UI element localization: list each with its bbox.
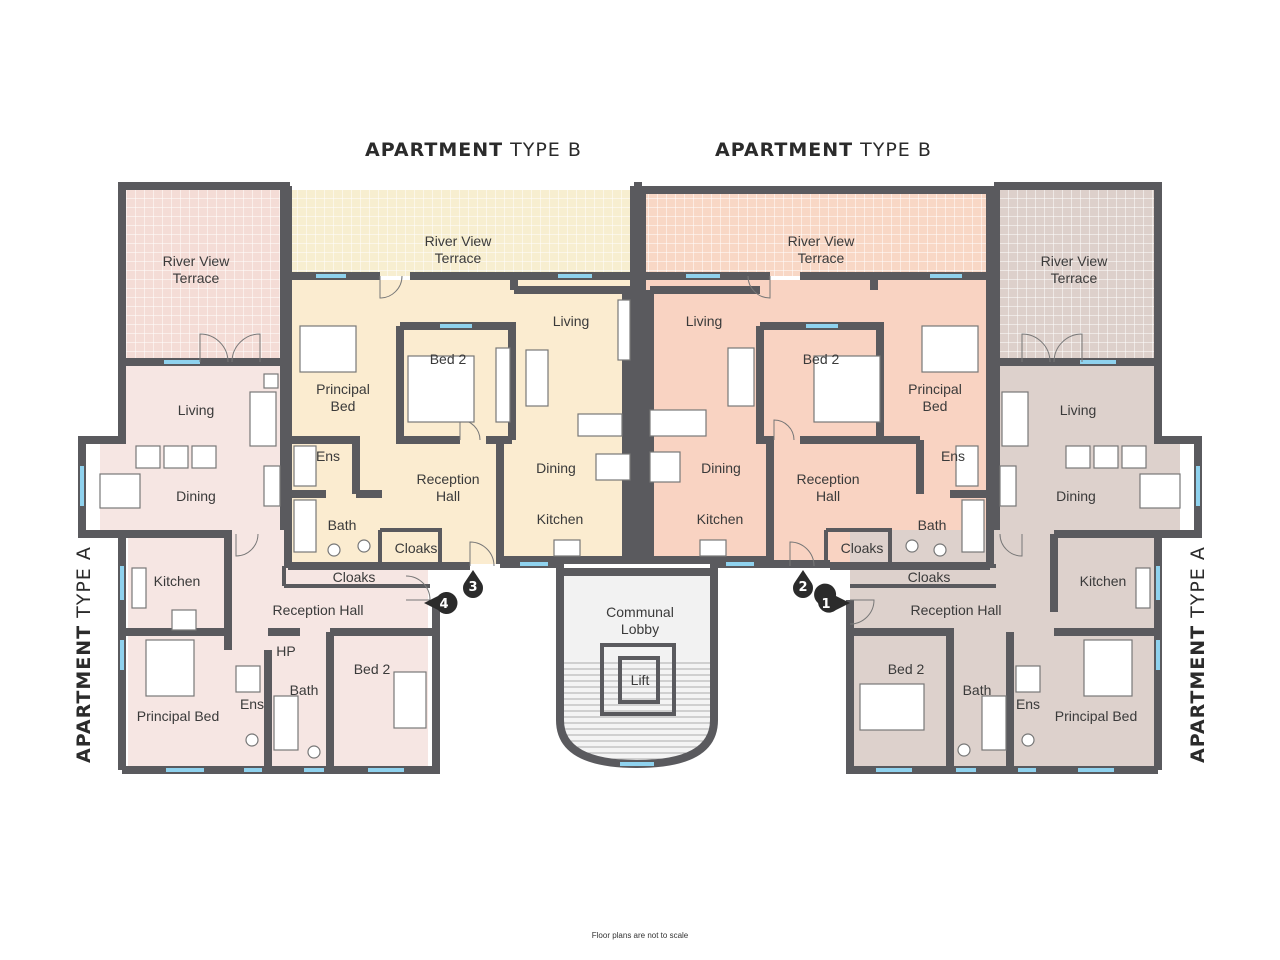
furniture xyxy=(99,299,1181,759)
marker-number: 4 xyxy=(439,597,448,612)
label-bed2-b-left: Bed 2 xyxy=(430,351,467,367)
terrace-a-left xyxy=(122,190,284,360)
label-terrace-b-right-2: Terrace xyxy=(798,250,845,266)
label-reception-b-right: Reception xyxy=(796,471,859,487)
label-bath-a-right: Bath xyxy=(963,682,992,698)
label-bed2-b-right: Bed 2 xyxy=(803,351,840,367)
marker-number: 3 xyxy=(468,580,477,595)
label-cloaks-a-right: Cloaks xyxy=(908,569,951,585)
communal-core-fill xyxy=(560,570,714,760)
label-bath-b-right: Bath xyxy=(918,517,947,533)
label-cloaks-b-right: Cloaks xyxy=(841,540,884,556)
door-swings xyxy=(199,275,1083,625)
entrance-marker-1: 1 xyxy=(814,583,850,613)
label-terrace-a-left-2: Terrace xyxy=(173,270,220,286)
label-ens-b-left: Ens xyxy=(316,448,340,464)
marker-number: 2 xyxy=(798,580,807,595)
title-apartment-type-a-right: APARTMENT TYPE A xyxy=(1187,546,1209,763)
label-principal-a-left: Principal Bed xyxy=(137,708,220,724)
label-cloaks-b-left: Cloaks xyxy=(395,540,438,556)
label-kitchen-b-left: Kitchen xyxy=(537,511,584,527)
entrance-marker-3: 3 xyxy=(463,570,483,598)
label-ens-a-right: Ens xyxy=(1016,696,1040,712)
title-bold: APARTMENT xyxy=(715,139,853,161)
label-kitchen-a-right: Kitchen xyxy=(1080,573,1127,589)
label-dining-b-left: Dining xyxy=(536,460,576,476)
marker-shape xyxy=(424,592,458,614)
label-bed2-a-right: Bed 2 xyxy=(888,661,925,677)
marker-number: 1 xyxy=(821,597,830,612)
label-ens-b-right: Ens xyxy=(941,448,965,464)
terrace-a-right xyxy=(996,190,1158,360)
marker-shape xyxy=(463,570,483,598)
label-terrace-a-right: River View xyxy=(1041,253,1109,269)
label-reception-b-right-2: Hall xyxy=(816,488,840,504)
label-principal-b-left: Principal xyxy=(316,381,370,397)
label-line: Terrace xyxy=(173,270,220,286)
title-light: TYPE B xyxy=(503,139,582,161)
label-terrace-a-right-2: Terrace xyxy=(1051,270,1098,286)
label-kitchen-b-right: Kitchen xyxy=(697,511,744,527)
label-bath-b-left: Bath xyxy=(328,517,357,533)
label-ens-a-left: Ens xyxy=(240,696,264,712)
title-apartment-type-b-left: APARTMENT TYPE B xyxy=(365,139,582,161)
label-bath-a-left: Bath xyxy=(290,682,319,698)
label-hp-a-left: HP xyxy=(276,643,295,659)
title-light: TYPE B xyxy=(853,139,932,161)
label-kitchen-a-left: Kitchen xyxy=(154,573,201,589)
title-bold: APARTMENT xyxy=(1187,625,1209,763)
label-living-b-right: Living xyxy=(686,313,723,329)
label-communal-lobby: Communal xyxy=(606,604,674,620)
label-living-a-left: Living xyxy=(178,402,215,418)
label-line: River View xyxy=(163,253,231,269)
title-light: TYPE A xyxy=(1187,546,1209,625)
label-living-a-right: Living xyxy=(1060,402,1097,418)
label-principal-b-right: Principal xyxy=(908,381,962,397)
label-terrace-b-left: River View xyxy=(425,233,493,249)
label-dining-a-left: Dining xyxy=(176,488,216,504)
label-reception-b-left-2: Hall xyxy=(436,488,460,504)
title-apartment-type-a-left: APARTMENT TYPE A xyxy=(73,546,95,763)
label-principal-b-right-2: Bed xyxy=(923,398,948,414)
label-bed2-a-left: Bed 2 xyxy=(354,661,391,677)
label-terrace-a-left: River View xyxy=(163,253,231,269)
label-reception-a-right: Reception Hall xyxy=(910,602,1001,618)
label-principal-a-right: Principal Bed xyxy=(1055,708,1138,724)
label-living-b-left: Living xyxy=(553,313,590,329)
label-principal-b-left-2: Bed xyxy=(331,398,356,414)
terrace-b-left xyxy=(288,190,634,276)
label-cloaks-a-left: Cloaks xyxy=(333,569,376,585)
label-dining-b-right: Dining xyxy=(701,460,741,476)
label-lift: Lift xyxy=(631,672,650,688)
marker-shape xyxy=(814,583,850,613)
label-reception-a-left: Reception Hall xyxy=(272,602,363,618)
label-terrace-b-left-2: Terrace xyxy=(435,250,482,266)
label-terrace-b-right: River View xyxy=(788,233,856,249)
entrance-marker-4: 4 xyxy=(424,592,458,614)
marker-shape xyxy=(793,570,813,598)
title-bold: APARTMENT xyxy=(365,139,503,161)
entrance-marker-2: 2 xyxy=(793,570,813,598)
windows xyxy=(80,274,1200,772)
label-reception-b-left: Reception xyxy=(416,471,479,487)
footnote: Floor plans are not to scale xyxy=(592,931,689,940)
terrace-b-right xyxy=(642,190,992,276)
title-light: TYPE A xyxy=(73,546,95,625)
label-dining-a-right: Dining xyxy=(1056,488,1096,504)
title-apartment-type-b-right: APARTMENT TYPE B xyxy=(715,139,932,161)
label-communal-lobby-2: Lobby xyxy=(621,621,659,637)
title-bold: APARTMENT xyxy=(73,625,95,763)
